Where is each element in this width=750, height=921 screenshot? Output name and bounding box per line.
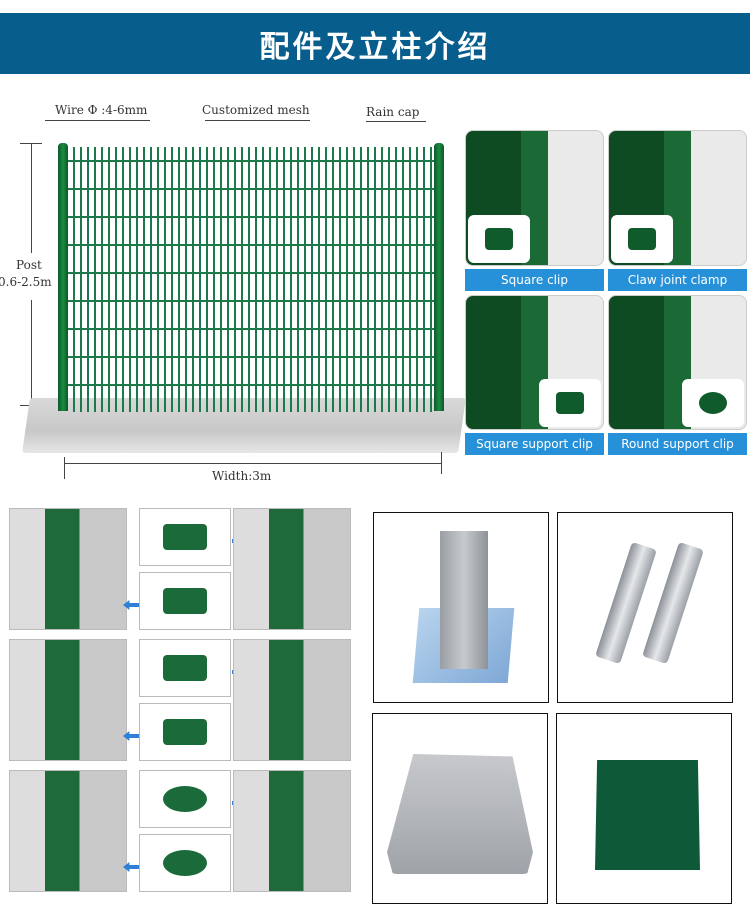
- part-round-clamp: [139, 770, 231, 828]
- part-plastic-cover: [139, 639, 231, 697]
- square-support-clip-photo: [465, 294, 604, 430]
- clip-card-claw-joint-clamp: Claw joint clamp: [608, 130, 747, 291]
- installed-round-post-photo: [233, 770, 351, 892]
- fence-mesh-panel: [68, 147, 435, 412]
- clip-card-round-support-clip: Round support clip: [608, 294, 747, 455]
- product-green-cap: [556, 713, 732, 904]
- width-dimension-line: [64, 463, 441, 464]
- claw-joint-clamp-photo: [608, 130, 747, 266]
- product-galvanized-cap: [372, 713, 548, 904]
- mesh-label-underline: [205, 120, 310, 121]
- post-height-label: 0.6-2.5m: [0, 275, 52, 289]
- round-support-clip-photo: [608, 294, 747, 430]
- part-round-claw-clip: [139, 834, 231, 892]
- part-claw-plate: [139, 572, 231, 630]
- round-support-clip-inset: [682, 379, 744, 427]
- clip-label: Round support clip: [608, 433, 747, 455]
- width-label: Width:3m: [212, 469, 272, 483]
- clip-label: Claw joint clamp: [608, 268, 747, 291]
- clip-card-square-support-clip: Square support clip: [465, 294, 604, 455]
- arrow-left-icon: [123, 600, 139, 610]
- product-post-base-plate: [373, 512, 549, 703]
- installed-cover-photo: [233, 639, 351, 761]
- clip-card-square-clip: Square clip: [465, 130, 604, 291]
- width-right-tick: [441, 452, 442, 474]
- square-clip-icon: [485, 227, 513, 250]
- installation-examples: [9, 508, 352, 895]
- arrow-left-icon: [123, 731, 139, 741]
- claw-plate-icon: [163, 588, 207, 614]
- post-height-line-top: [31, 143, 32, 253]
- installed-fence-photo: [233, 508, 351, 630]
- wire-label-underline: [45, 120, 150, 121]
- gray-post-image: [440, 531, 488, 669]
- clip-label: Square support clip: [465, 433, 604, 455]
- installation-row: [9, 508, 352, 630]
- plastic-cover-icon: [163, 655, 207, 681]
- round-claw-clip-icon: [163, 850, 207, 876]
- fence-dimension-diagram: Wire Φ :4-6mm Customized mesh Rain cap P…: [0, 95, 466, 490]
- installed-square-claw-photo: [9, 639, 127, 761]
- part-square-clamp: [139, 508, 231, 566]
- round-support-clip-icon: [699, 392, 727, 414]
- post-label: Post: [16, 258, 42, 272]
- round-clamp-icon: [163, 786, 207, 812]
- installation-row: [9, 770, 352, 892]
- square-clamp-icon: [163, 524, 207, 550]
- rain-cap-underline: [366, 121, 426, 122]
- square-clip-photo: [465, 130, 604, 266]
- section-header-banner: 配件及立柱介绍: [0, 13, 750, 74]
- installation-row: [9, 639, 352, 761]
- arrow-left-icon: [123, 862, 139, 872]
- rain-cap-label: Rain cap: [366, 105, 420, 119]
- square-support-clip-inset: [539, 379, 601, 427]
- claw-joint-clamp-inset: [611, 214, 673, 263]
- clip-types-grid: Square clip Claw joint clamp Square supp…: [465, 130, 747, 455]
- part-square-claw-clip: [139, 703, 231, 761]
- claw-clamp-icon: [628, 227, 656, 250]
- fence-post-right: [434, 143, 444, 411]
- post-height-line-bottom: [31, 300, 32, 405]
- green-cap-image: [595, 760, 700, 870]
- square-clip-inset: [468, 214, 530, 263]
- mesh-label: Customized mesh: [202, 103, 310, 117]
- section-title: 配件及立柱介绍: [259, 29, 491, 65]
- installed-round-claw-photo: [9, 770, 127, 892]
- product-expansion-bolts: [557, 512, 733, 703]
- wire-diameter-label: Wire Φ :4-6mm: [55, 103, 148, 117]
- fence-post-left: [58, 143, 68, 411]
- square-claw-clip-icon: [163, 719, 207, 745]
- installed-square-clip-photo: [9, 508, 127, 630]
- galvanized-cap-image: [387, 754, 533, 874]
- width-left-tick: [64, 457, 65, 479]
- clip-label: Square clip: [465, 268, 604, 291]
- square-support-clip-icon: [556, 392, 584, 414]
